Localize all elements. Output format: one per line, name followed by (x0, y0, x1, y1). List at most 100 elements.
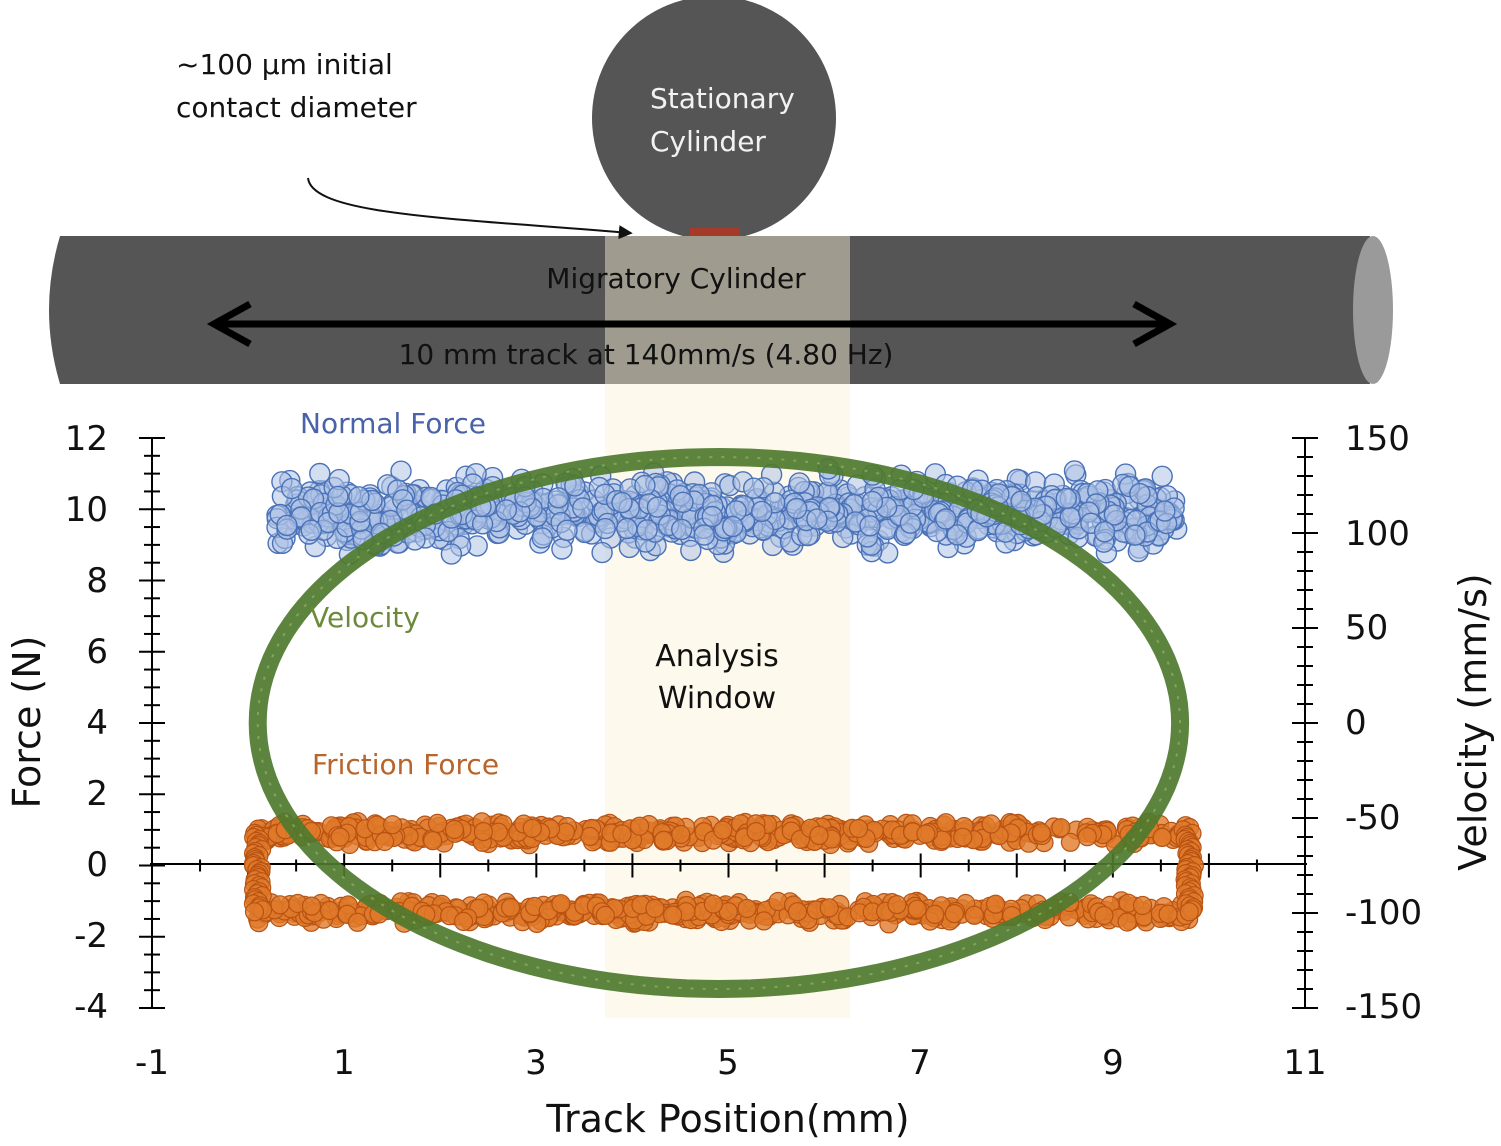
normal-force-point (636, 519, 658, 541)
friction-force-point (964, 905, 985, 925)
normal-force-point (722, 515, 744, 538)
normal-force-series (266, 458, 1188, 566)
analysis-window-label-line2: Window (658, 681, 776, 716)
migratory-cylinder (49, 236, 1393, 384)
normal-force-point (859, 515, 881, 537)
x-tick-label: 1 (333, 1043, 355, 1083)
friction-force-point (244, 902, 265, 922)
normal-force-point (556, 519, 578, 541)
normal-force-point (616, 517, 638, 540)
friction-force-point (907, 899, 927, 919)
y-right-tick-label: -50 (1345, 798, 1401, 838)
normal-force-point (440, 543, 463, 565)
friction-force-point (1132, 895, 1153, 916)
y-left-tick-label: 2 (86, 774, 108, 814)
y-left-axis-title: Force (N) (5, 636, 49, 809)
friction-force-point (301, 896, 322, 916)
normal-force-point (1151, 465, 1173, 487)
friction-force-point (444, 819, 464, 840)
friction-force-point (612, 824, 632, 844)
friction-force-point (787, 902, 808, 922)
normal-force-point (1129, 482, 1151, 505)
normal-force-point (743, 477, 765, 499)
contact-annotation-line2: contact diameter (176, 91, 417, 124)
friction-force-point (1060, 832, 1081, 852)
y-left-tick-label: 0 (86, 845, 108, 885)
normal-force-point (276, 514, 298, 537)
friction-force-point (473, 821, 493, 842)
contact-patch (690, 228, 740, 236)
x-axis-title: Track Position(mm) (545, 1097, 909, 1141)
friction-force-point (367, 815, 387, 835)
normal-force-point (751, 500, 773, 523)
normal-force-point (1059, 506, 1081, 529)
normal-force-point (551, 538, 573, 560)
normal-force-point (594, 517, 616, 540)
y-left-tick-label: 8 (86, 561, 108, 601)
friction-force-point (981, 814, 1001, 834)
y-right-tick-labels: 150 100 50 0 -50 -100 -150 (1345, 419, 1422, 1027)
contact-arrow (307, 177, 633, 240)
stationary-label-line2: Cylinder (650, 125, 766, 158)
stationary-label-line1: Stationary (650, 82, 795, 115)
normal-force-point (646, 496, 669, 518)
normal-force-point (899, 512, 922, 534)
friction-force-point (746, 821, 766, 842)
friction-force-point (551, 894, 571, 914)
analysis-window-band (605, 236, 850, 1018)
friction-force-point (662, 905, 683, 925)
normal-force-point (935, 508, 957, 530)
y-right-axis-title: Velocity (mm/s) (1451, 573, 1495, 870)
normal-force-point (547, 487, 570, 509)
friction-force-point (671, 824, 691, 845)
friction-force-point (423, 831, 443, 851)
friction-force-point (737, 898, 757, 919)
friction-force-point (848, 818, 869, 839)
normal-force-point (281, 477, 303, 500)
friction-force-point (916, 824, 936, 844)
y-right-tick-label: 0 (1345, 703, 1367, 743)
y-left-tick-label: 6 (86, 632, 108, 672)
friction-force-point (580, 826, 600, 847)
friction-force-point (320, 900, 340, 921)
normal-force-point (591, 541, 613, 564)
friction-force-point (347, 912, 368, 932)
friction-force-point (453, 911, 474, 932)
normal-force-point (1093, 521, 1116, 543)
normal-force-point (309, 462, 331, 485)
friction-force-point (522, 818, 542, 839)
normal-force-point (788, 472, 811, 494)
y-left-tick-labels: 12 10 8 6 4 2 0 -2 -4 (65, 419, 108, 1027)
friction-force-point (595, 905, 615, 926)
friction-force-point (270, 895, 290, 915)
normal-force-point (1055, 487, 1078, 510)
friction-force-point (501, 897, 521, 918)
normal-force-point (752, 519, 774, 541)
friction-force-point (703, 894, 724, 914)
friction-force-point (1158, 904, 1178, 924)
normal-force-point (611, 491, 633, 514)
normal-force-point (701, 505, 723, 528)
friction-force-point (1031, 823, 1051, 843)
x-tick-label: -1 (135, 1043, 169, 1083)
normal-force-point (1010, 490, 1032, 512)
x-tick-label: 7 (909, 1043, 931, 1083)
friction-force-point (887, 894, 907, 915)
friction-force-point (953, 827, 973, 847)
friction-force-point (375, 831, 395, 852)
friction-force-point (330, 827, 350, 847)
y-left-tick-label: 10 (65, 490, 108, 530)
friction-force-point (925, 904, 945, 925)
normal-force-point (300, 519, 322, 541)
y-right-tick-label: 150 (1345, 419, 1410, 459)
friction-force-point (1179, 902, 1199, 922)
normal-force-point (693, 524, 715, 546)
y-right-tick-label: 100 (1345, 514, 1410, 554)
velocity-series (248, 447, 1190, 999)
friction-force-point (383, 815, 403, 835)
normal-force-point (672, 491, 694, 513)
friction-force-point (645, 898, 665, 919)
friction-force-point (1094, 905, 1114, 926)
normal-force-point (946, 524, 968, 546)
